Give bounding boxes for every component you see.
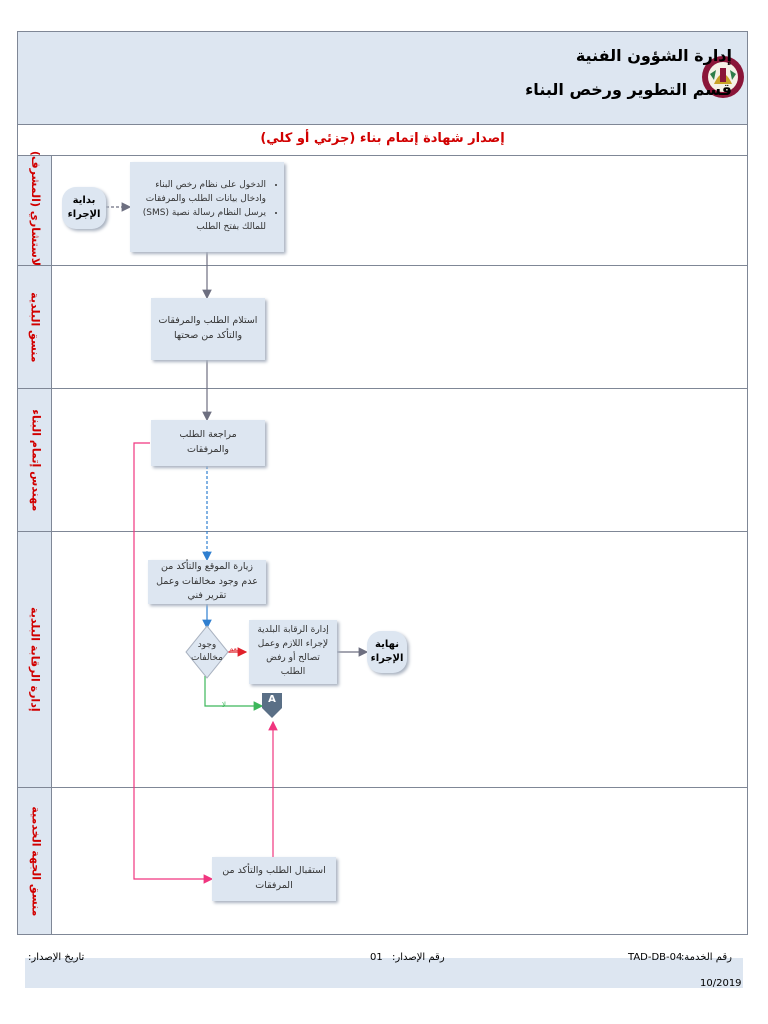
arrow-decision-no (204, 676, 264, 711)
lane-divider-2 (18, 388, 747, 389)
footer-band (25, 958, 743, 988)
lane-divider-1 (18, 265, 747, 266)
submit-bullet-2: يرسل النظام رسالة نصية (SMS) للمالك بفتح… (134, 207, 266, 235)
header-band (18, 32, 747, 125)
receive-request-step: استلام الطلب والمرفقات والتأكد من صحتها (151, 298, 265, 360)
submit-bullet-1: الدخول على نظام رخص البناء وادخال بيانات… (134, 179, 266, 207)
lane-divider-4 (18, 787, 747, 788)
lane-divider-3 (18, 531, 747, 532)
municipal-control-step: إدارة الرقابة البلدية لإجراء اللازم وعمل… (249, 620, 337, 684)
issue-date-value: 10/2019 (700, 978, 742, 989)
lane-header-municipal-control: إدارة الرقابة البلدية (18, 532, 51, 787)
connector-a-label: A (268, 694, 276, 705)
page-frame (17, 31, 748, 935)
yes-branch-label: نعم (229, 645, 239, 653)
lane-header-service-coordinator: منسق الجهة الخدمية (18, 788, 51, 934)
lane-header-municipality-coordinator: منسق البلدية (18, 266, 51, 388)
service-number-value: TAD-DB-04 (628, 952, 683, 963)
lane-divider-vertical (51, 156, 52, 935)
issue-date-label: تاريخ الإصدار: (28, 952, 85, 963)
arrow-review-to-service (133, 442, 214, 884)
service-number-label: رقم الخدمة: (680, 952, 732, 963)
no-branch-label: لا (222, 701, 226, 709)
service-receive-step: استقبال الطلب والتأكد من المرفقات (212, 857, 336, 901)
connector-a-shape (262, 693, 282, 718)
start-terminal: بداية الإجراء (62, 187, 106, 229)
municipality-logo (702, 56, 744, 98)
department-title: إدارة الشؤون الفنية (575, 46, 732, 65)
decision-label: وجود مخالفات (191, 640, 223, 663)
version-value: 01 (370, 952, 383, 963)
review-request-step: مراجعة الطلب والمرفقات (151, 420, 265, 466)
procedure-title: إصدار شهادة إتمام بناء (جزئي أو كلي) (260, 131, 505, 146)
decision-diamond (185, 625, 229, 679)
end-terminal: نهاية الإجراء (367, 631, 407, 673)
site-visit-step: زيارة الموقع والتأكد من عدم وجود مخالفات… (148, 560, 266, 604)
section-title: قسم التطوير ورخص البناء (525, 80, 732, 99)
title-bar (18, 125, 747, 156)
lane-header-consultant: الاستشاري (المشرف) (18, 151, 51, 270)
version-label: رقم الإصدار: (392, 952, 445, 963)
lane-header-completion-engineer: مهندس إتمام البناء (18, 389, 51, 531)
submit-request-step: الدخول على نظام رخص البناء وادخال بيانات… (130, 162, 284, 252)
